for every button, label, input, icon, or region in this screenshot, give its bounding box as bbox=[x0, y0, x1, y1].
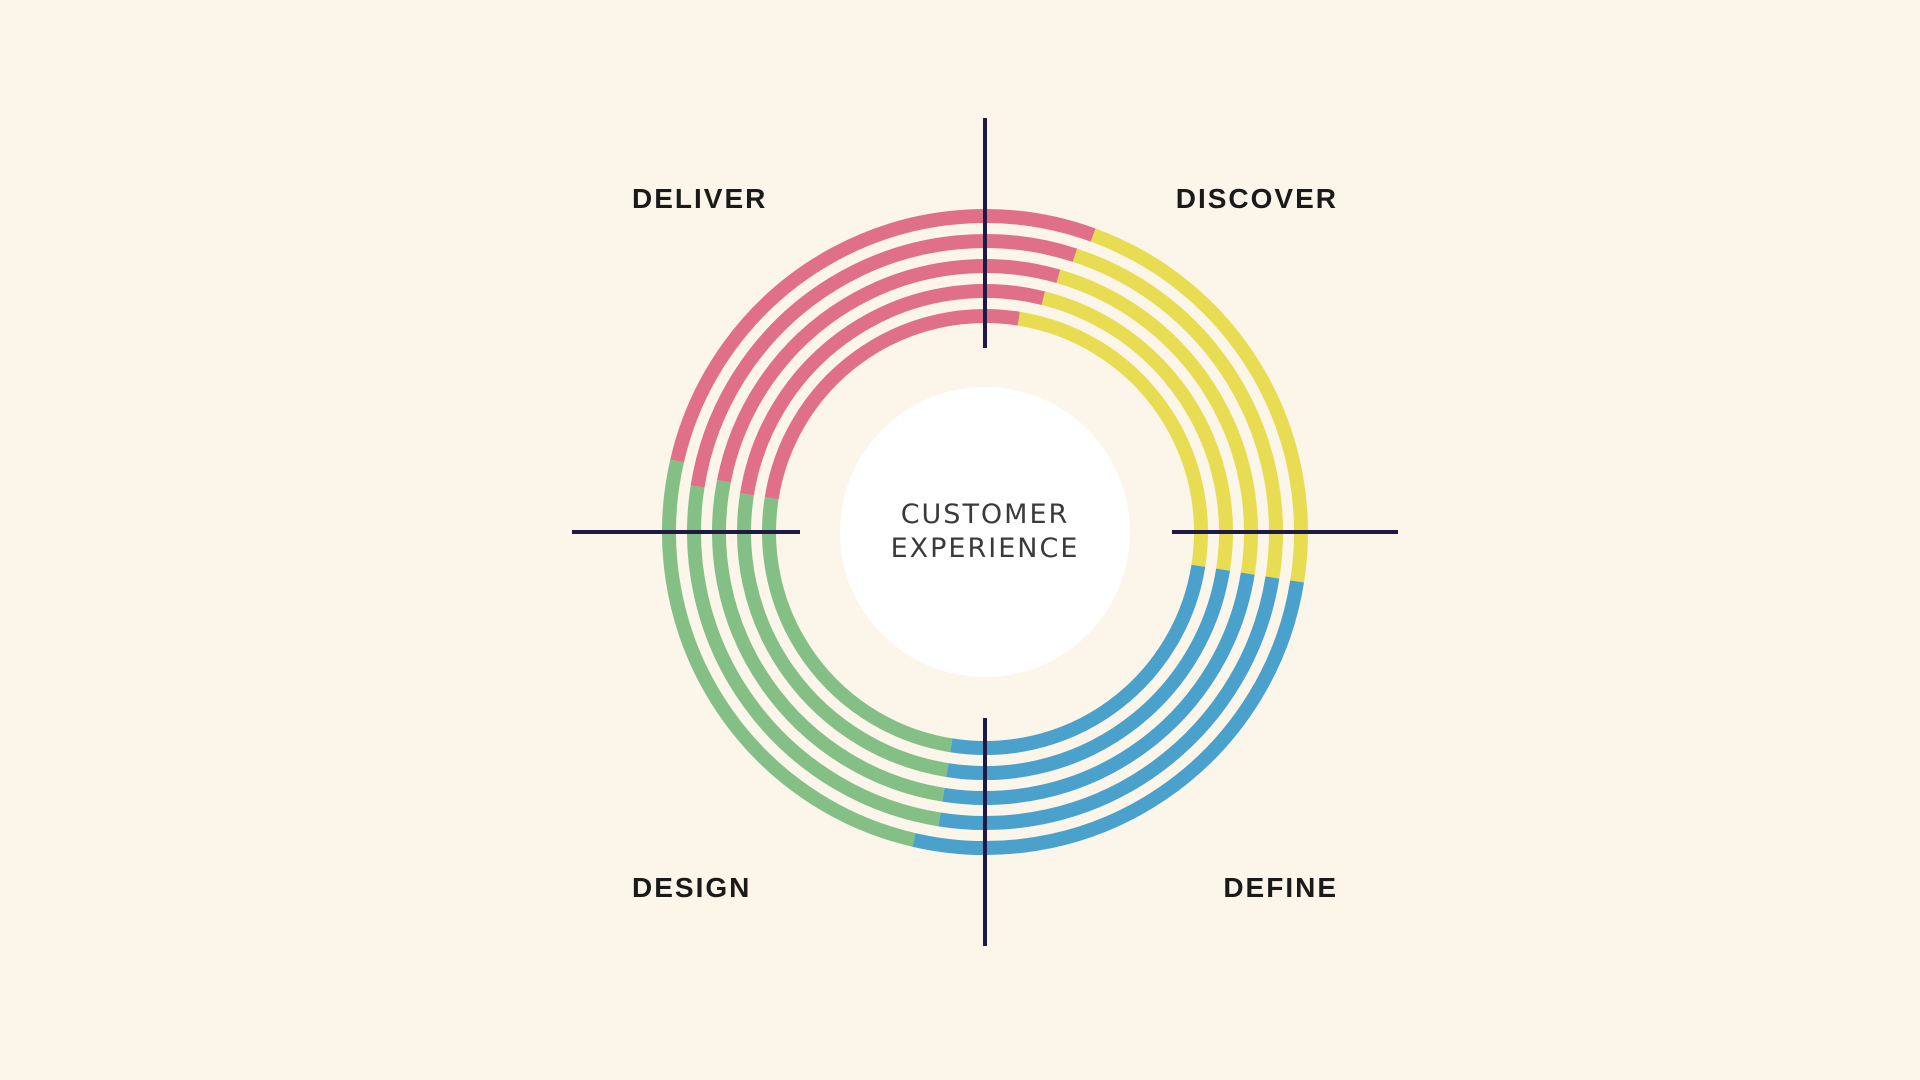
ring-1-define-arc bbox=[912, 580, 1305, 855]
process-rings bbox=[662, 209, 1308, 855]
ring-2-discover-arc bbox=[1072, 248, 1283, 579]
center-label-line2: EXPERIENCE bbox=[891, 533, 1080, 564]
label-discover: DISCOVER bbox=[1176, 183, 1338, 214]
ring-3-deliver-arc bbox=[717, 259, 1061, 483]
label-define: DEFINE bbox=[1223, 872, 1338, 903]
ring-1-discover-arc bbox=[1090, 228, 1308, 583]
ring-3-discover-arc bbox=[1056, 269, 1258, 575]
ring-4-design-arc bbox=[737, 493, 949, 777]
center-label-line1: CUSTOMER bbox=[901, 499, 1070, 530]
axis-lines bbox=[572, 118, 1398, 946]
ring-3-design-arc bbox=[712, 479, 945, 802]
label-deliver: DELIVER bbox=[632, 183, 767, 214]
ring-4-define-arc bbox=[946, 568, 1230, 780]
ring-2-deliver-arc bbox=[690, 234, 1078, 488]
ring-2-define-arc bbox=[938, 576, 1280, 830]
ring-5-define-arc bbox=[950, 564, 1206, 755]
ring-3-define-arc bbox=[942, 572, 1255, 806]
ring-4-discover-arc bbox=[1041, 291, 1233, 571]
ring-1-deliver-arc bbox=[670, 209, 1096, 463]
ring-2-design-arc bbox=[687, 485, 941, 827]
ring-5-discover-arc bbox=[1017, 311, 1208, 567]
center-circle bbox=[840, 387, 1130, 677]
ring-5-design-arc bbox=[762, 497, 953, 753]
ring-5-deliver-arc bbox=[764, 309, 1020, 500]
label-design: DESIGN bbox=[632, 872, 751, 903]
